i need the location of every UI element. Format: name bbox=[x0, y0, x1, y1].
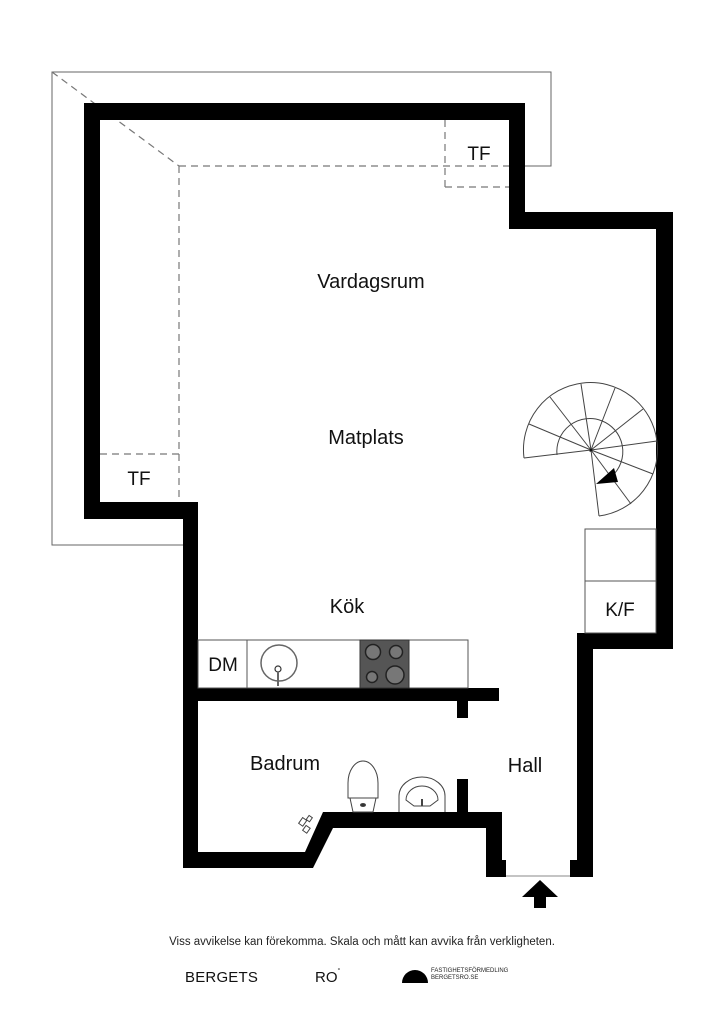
disclaimer-text: Viss avvikelse kan förekomma. Skala och … bbox=[169, 936, 555, 948]
room-label-kok: Kök bbox=[330, 596, 365, 618]
room-label-hall: Hall bbox=[508, 755, 542, 777]
sun-logo-icon bbox=[402, 970, 428, 983]
entry-arrow-icon bbox=[522, 880, 558, 908]
label-dm: DM bbox=[208, 655, 238, 676]
kitchen-counter bbox=[197, 639, 469, 689]
fridge-freezer bbox=[584, 528, 657, 634]
bathroom-sink-icon bbox=[398, 776, 446, 812]
logo-ro-mark: ° bbox=[337, 968, 341, 975]
shower-mixer-icon bbox=[297, 814, 314, 834]
stove-icon bbox=[359, 639, 410, 689]
logo-bergets: BERGETS bbox=[185, 969, 259, 986]
room-label-matplats: Matplats bbox=[328, 427, 404, 449]
spiral-staircase bbox=[522, 382, 658, 517]
label-kf: K/F bbox=[605, 600, 635, 621]
walls bbox=[84, 103, 673, 877]
room-label-vardagsrum: Vardagsrum bbox=[317, 271, 424, 293]
sloped-ceiling-lines bbox=[51, 71, 509, 502]
room-label-badrum: Badrum bbox=[250, 753, 320, 775]
label-tf-top: TF bbox=[467, 144, 490, 165]
logo-row: BERGETS RO° FASTIGHETSFÖRMEDLING BERGETS… bbox=[0, 966, 724, 996]
logo-agency-text: FASTIGHETSFÖRMEDLING BERGETSRO.SE bbox=[431, 968, 508, 982]
stair-direction-arrow-icon bbox=[596, 468, 618, 484]
toilet-icon bbox=[347, 760, 379, 813]
outer-outline bbox=[51, 71, 552, 546]
logo-ro: RO° bbox=[315, 968, 341, 986]
kitchen-sink-icon bbox=[260, 644, 298, 686]
logo-agency-line2: BERGETSRO.SE bbox=[431, 975, 479, 981]
logo-ro-text: RO bbox=[315, 969, 338, 986]
logo-agency-line1: FASTIGHETSFÖRMEDLING bbox=[431, 968, 509, 974]
label-tf-left: TF bbox=[127, 469, 150, 490]
